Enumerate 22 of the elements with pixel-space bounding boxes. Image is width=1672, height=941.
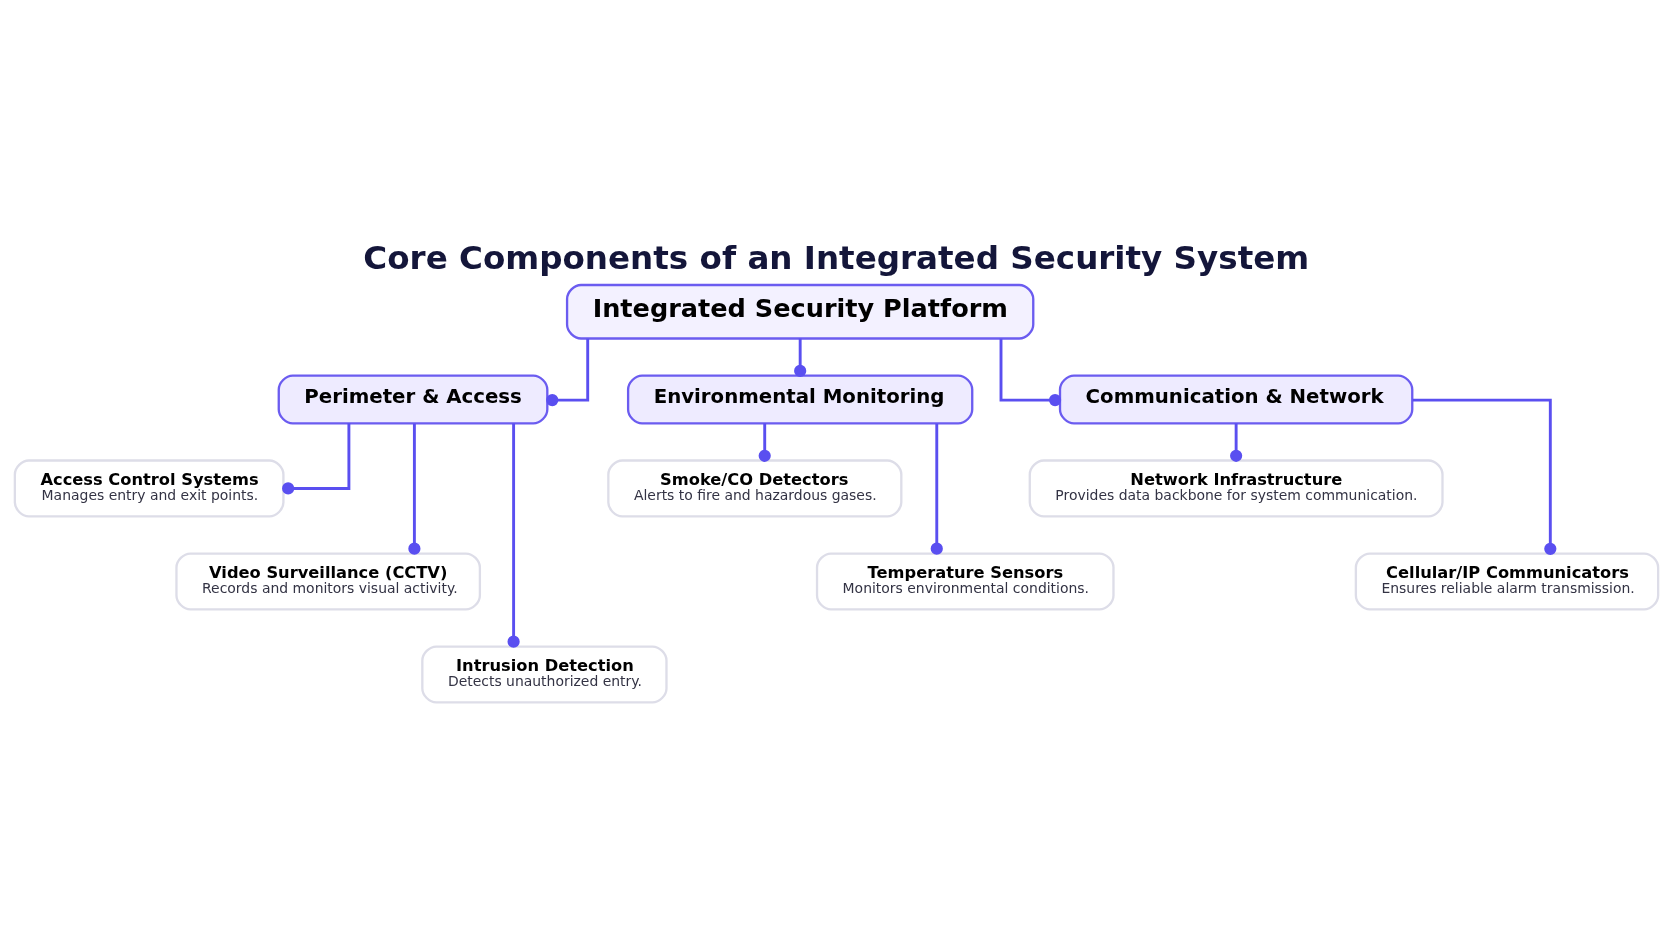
node-box: Environmental Monitoring	[626, 374, 973, 424]
diagram-title: Core Components of an Integrated Security System	[362, 238, 1309, 277]
connector	[758, 422, 771, 462]
node-box: Smoke/CO Detectors Alerts to fire and hazardous gases.	[606, 458, 902, 517]
connector	[1412, 398, 1556, 555]
node-box: Cellular/IP Communicators Ensures reliable alarm transmission.	[1354, 551, 1659, 610]
connector	[407, 423, 420, 555]
node-box: Integrated Security Platform	[565, 283, 1034, 340]
connector	[507, 422, 520, 648]
node-box: Video Surveillance (CCTV) Records and monitors visual activity.	[174, 551, 481, 610]
node-box: Access Control Systems Manages entry and exit points.	[13, 458, 285, 517]
node-box: Intrusion Detection Detects unauthorized entry.	[420, 644, 668, 703]
connector	[999, 338, 1061, 406]
connector	[1229, 422, 1242, 462]
node-box: Temperature Sensors Monitors environmental conditions.	[815, 551, 1115, 610]
connector	[793, 338, 806, 377]
node-box: Perimeter & Access	[277, 374, 548, 424]
connector	[281, 422, 350, 495]
connector	[545, 338, 589, 406]
connector	[930, 423, 943, 555]
node-box: Communication & Network	[1058, 374, 1413, 424]
node-box: Network Infrastructure Provides data backbone for system communication.	[1028, 458, 1444, 517]
